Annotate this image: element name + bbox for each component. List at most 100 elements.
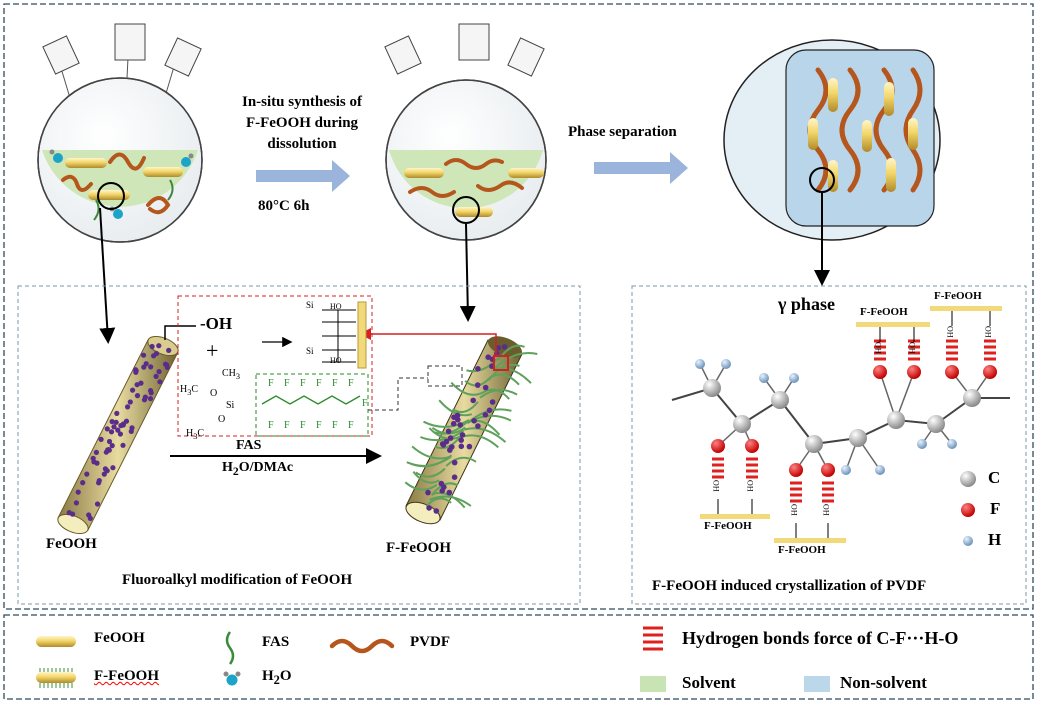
purple-dot (451, 459, 458, 466)
connector-flask1 (99, 207, 116, 344)
feooh-rod (57, 335, 179, 535)
hydrogen-atom (721, 359, 731, 369)
fluorine-atom (789, 463, 803, 477)
ffeooh-plate (700, 514, 770, 519)
fas-chain (450, 381, 483, 396)
purple-dot (485, 354, 492, 361)
purple-dot (104, 426, 110, 432)
fas-chain (425, 497, 452, 507)
fluorine-atom (745, 439, 759, 453)
si-o-bottom: O (218, 414, 226, 425)
purple-dot (106, 438, 113, 445)
hydrogen-atom (841, 465, 851, 475)
purple-dot (125, 404, 131, 410)
fluorine-label: F (332, 378, 338, 389)
fluorine-label: F (300, 420, 306, 431)
purple-dot (475, 423, 481, 429)
pvdf-chain (671, 339, 1010, 503)
purple-dot (450, 420, 457, 427)
fluorine-atom (821, 463, 835, 477)
purple-dot (118, 423, 124, 429)
purple-dot (113, 419, 119, 425)
legend-nonsolvent-label: Non-solvent (840, 673, 927, 692)
purple-dot (134, 393, 141, 399)
ho-label: HO (822, 504, 831, 516)
purple-dot (470, 397, 477, 404)
purple-dot (86, 512, 92, 518)
ho-label: HO (946, 326, 955, 338)
purple-dot (130, 387, 136, 393)
fluorine-atom (945, 365, 959, 379)
fas-chain (404, 481, 438, 491)
purple-dot (466, 443, 473, 450)
ffeooh-plate-label: F-FeOOH (704, 520, 752, 532)
ffeooh-plate-label: F-FeOOH (934, 290, 982, 302)
oh-pointer (164, 325, 196, 340)
ho-label: HO (874, 342, 883, 354)
purple-dot (148, 388, 154, 394)
plus-label: + (206, 338, 219, 363)
fas-label: FAS (236, 438, 262, 453)
membrane-capsule (723, 39, 941, 241)
purple-dot (120, 442, 126, 448)
purple-dot (446, 489, 453, 496)
purple-dot (447, 447, 453, 453)
fas-chain (481, 388, 510, 400)
ho-label: HO (712, 480, 721, 492)
fluorine-atom (907, 365, 921, 379)
legend-frame (3, 614, 1034, 700)
oh-label: -OH (200, 314, 233, 333)
purple-dot (482, 412, 489, 418)
ho-label: HO (746, 480, 755, 492)
condition-label: 80°C 6h (258, 198, 310, 214)
legend-f-feooh-label: F-FeOOH (94, 668, 159, 684)
purple-dot (73, 500, 79, 506)
fluorine-label: F (284, 420, 290, 431)
legend-fas-label: FAS (262, 634, 290, 650)
legend-hbond-label: Hydrogen bonds force of C-F···H-O (682, 628, 959, 648)
legend-feooh-label: FeOOH (94, 630, 145, 646)
methoxy-bottom: H3C (186, 428, 205, 441)
purple-dot (433, 508, 440, 514)
ho-label: HO (790, 504, 799, 516)
purple-dot (451, 414, 457, 421)
fluorine-atom (711, 439, 725, 453)
purple-dot (93, 449, 99, 455)
fas-chain (423, 419, 470, 428)
purple-dot (451, 474, 458, 481)
legend-hbond-swatch (643, 626, 663, 651)
purple-dot (471, 418, 477, 424)
silane-ho-2: HO (330, 356, 342, 365)
f-feooh-rod (404, 336, 538, 525)
feooh-label: FeOOH (46, 536, 97, 552)
fas-chain (428, 427, 462, 440)
arrow-step-2 (594, 152, 688, 184)
zoom-red-arrow (359, 328, 497, 356)
carbon-atom (849, 429, 867, 447)
ffeooh-plate (856, 322, 930, 327)
purple-dot (114, 410, 120, 416)
right-panel-frame (631, 285, 1027, 605)
legend-f-feooh-swatch (36, 668, 76, 688)
legend-pvdf-swatch (329, 638, 395, 654)
fas-chain (493, 352, 538, 369)
fluorine-atom (873, 365, 887, 379)
legend-f-label: F (990, 499, 1001, 518)
legend-nonsolvent-swatch (804, 676, 830, 692)
carbon-atom (703, 379, 721, 397)
purple-dot (80, 480, 86, 486)
purple-dot (164, 364, 170, 370)
purple-dot (426, 505, 432, 511)
purple-dot (115, 427, 121, 433)
hydrogen-atom (789, 373, 799, 383)
hydrogen-atom (759, 373, 769, 383)
fluorine-label: F (362, 398, 368, 409)
gamma-phase-title: γ phase (778, 294, 835, 314)
fluorine-label: F (316, 420, 322, 431)
purple-dot (98, 436, 104, 442)
solvent-label: H2O/DMAc (222, 460, 294, 478)
purple-dot (501, 344, 508, 350)
fas-chain (466, 354, 502, 373)
purple-dot (486, 407, 493, 414)
